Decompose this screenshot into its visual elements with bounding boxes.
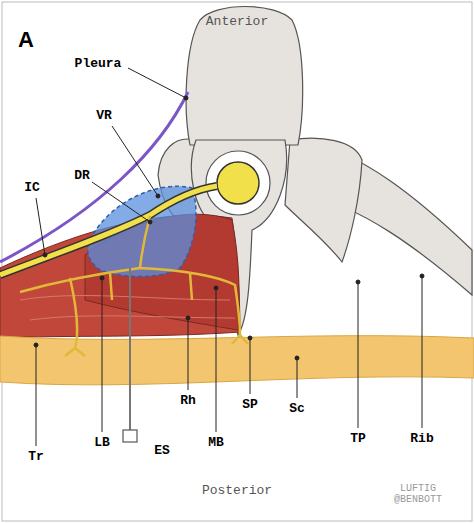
subcutaneous-tissue [0, 336, 474, 385]
leader-line [297, 358, 298, 398]
part-label: VR [96, 109, 112, 123]
orientation-label: Posterior [202, 484, 272, 498]
leader-line [422, 276, 423, 428]
watermark: LUFTIG @BENBOTT [387, 483, 449, 505]
part-label: ES [154, 444, 170, 458]
transverse-process [285, 138, 362, 262]
intercostal-nerve [0, 186, 217, 275]
part-label: Rib [410, 432, 433, 446]
leader-dot [43, 253, 47, 257]
leader-dot [295, 356, 299, 360]
leader-line [112, 126, 158, 196]
vertebral-body [186, 7, 303, 146]
intercostal-nerve-outline [0, 186, 217, 275]
leader-line [358, 282, 359, 428]
leader-dot [184, 96, 188, 100]
part-label: IC [24, 181, 40, 195]
part-label: Rh [180, 394, 196, 408]
leader-dot [34, 343, 38, 347]
muscle-fibers [20, 296, 235, 320]
leader-dot [186, 316, 190, 320]
part-label: Tr [28, 450, 44, 464]
leader-line [36, 198, 45, 255]
leader-dot [248, 336, 252, 340]
part-label: DR [74, 169, 90, 183]
part-label: MB [208, 436, 224, 450]
dorsal-ramus-branches [20, 216, 248, 356]
orientation-label: Anterior [206, 15, 268, 29]
leader-line [36, 345, 37, 446]
part-label: TP [350, 432, 366, 446]
leader-line [250, 338, 251, 394]
leader-dot [420, 274, 424, 278]
leader-dot [356, 280, 360, 284]
panel-letter: A [18, 28, 34, 52]
part-label: Pleura [75, 57, 122, 71]
leader-line [102, 278, 103, 432]
part-label: Sc [289, 402, 305, 416]
leader-line [188, 318, 189, 390]
leader-dot [148, 220, 152, 224]
needle [129, 268, 131, 430]
leader-dot [100, 276, 104, 280]
part-label: LB [94, 436, 110, 450]
leader-line [92, 182, 150, 222]
leader-line [216, 288, 217, 432]
spinal-cord [217, 162, 259, 204]
leader-dot [156, 194, 160, 198]
needle-hub [123, 430, 137, 442]
leader-line [128, 68, 186, 98]
part-label: SP [242, 398, 258, 412]
leader-lines [34, 68, 424, 446]
leader-dot [214, 286, 218, 290]
